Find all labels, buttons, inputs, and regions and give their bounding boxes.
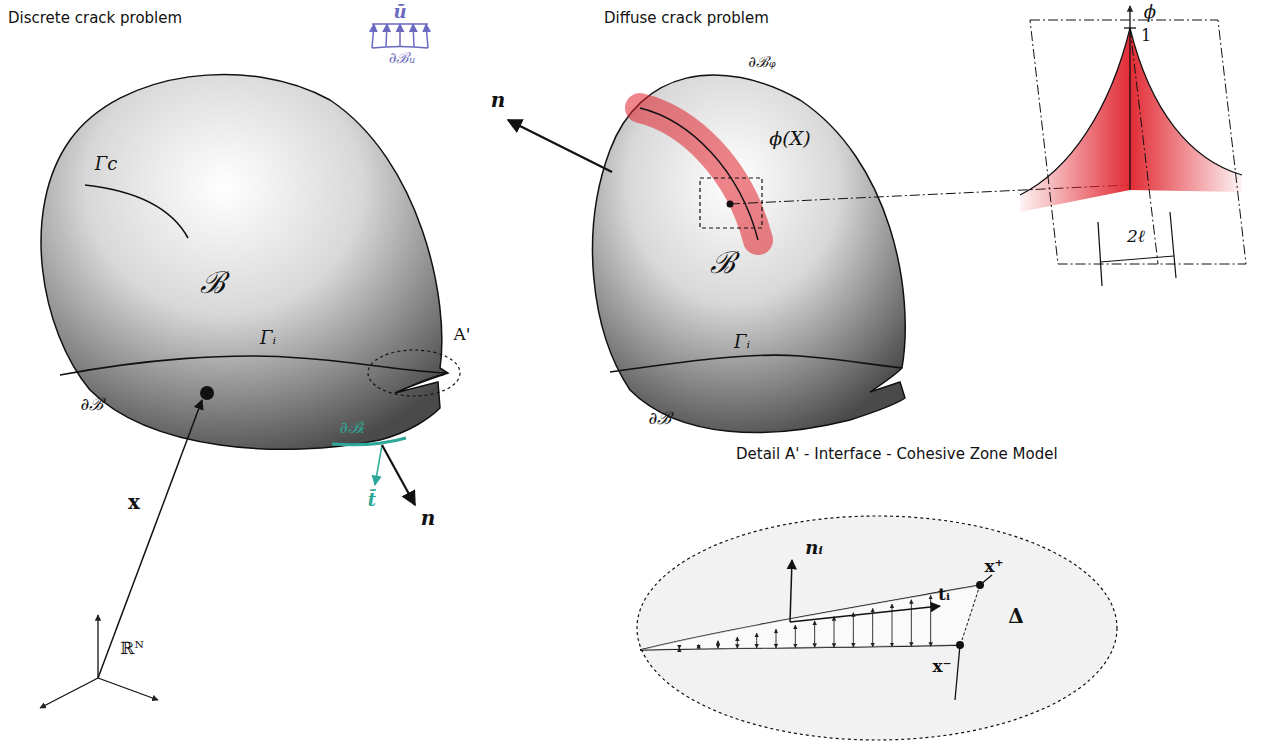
point-label: x⁺ [984,557,1003,576]
boundary-label: ∂ℬᵩ [748,54,775,71]
discrete-body [40,24,460,708]
normal-symbol: n [421,507,436,529]
boundary-label: ∂ℬ [81,395,104,414]
cohesive-detail [637,516,1117,740]
point-label: x⁻ [932,657,951,676]
field-label: ϕ(X) [769,128,810,149]
dimension-label: 2ℓ [1127,227,1145,246]
space-symbol: ℝᴺ [120,639,144,658]
axis-value: 1 [1141,27,1151,45]
traction-symbol: t̄ [368,490,376,510]
boundary-label: ∂ℬᵤ [389,50,416,67]
figure-heading: Discrete crack problem [8,10,182,27]
position-symbol: x [128,491,140,513]
interface-label: Γᵢ [260,328,276,348]
boundary-label: ∂ℬₜ [339,419,364,437]
displacement-symbol: ū [393,2,406,22]
body-label: ℬ [200,266,225,299]
crack-label: Γc [95,154,118,174]
axis-label: ϕ [1144,2,1156,22]
boundary-label: ∂ℬ [649,409,672,428]
gap-symbol: Δ [1008,605,1024,627]
figure-heading: Detail A' - Interface - Cohesive Zone Mo… [736,446,1058,463]
normal-symbol: nᵢ [805,538,822,558]
normal-symbol: n [491,89,506,111]
detail-marker: A' [454,325,471,344]
interface-label: Γᵢ [734,332,750,352]
diffuse-body [508,6,1246,432]
body-label: ℬ [710,246,735,279]
figure-heading: Diffuse crack problem [604,10,769,27]
traction-symbol: tᵢ [938,585,950,604]
